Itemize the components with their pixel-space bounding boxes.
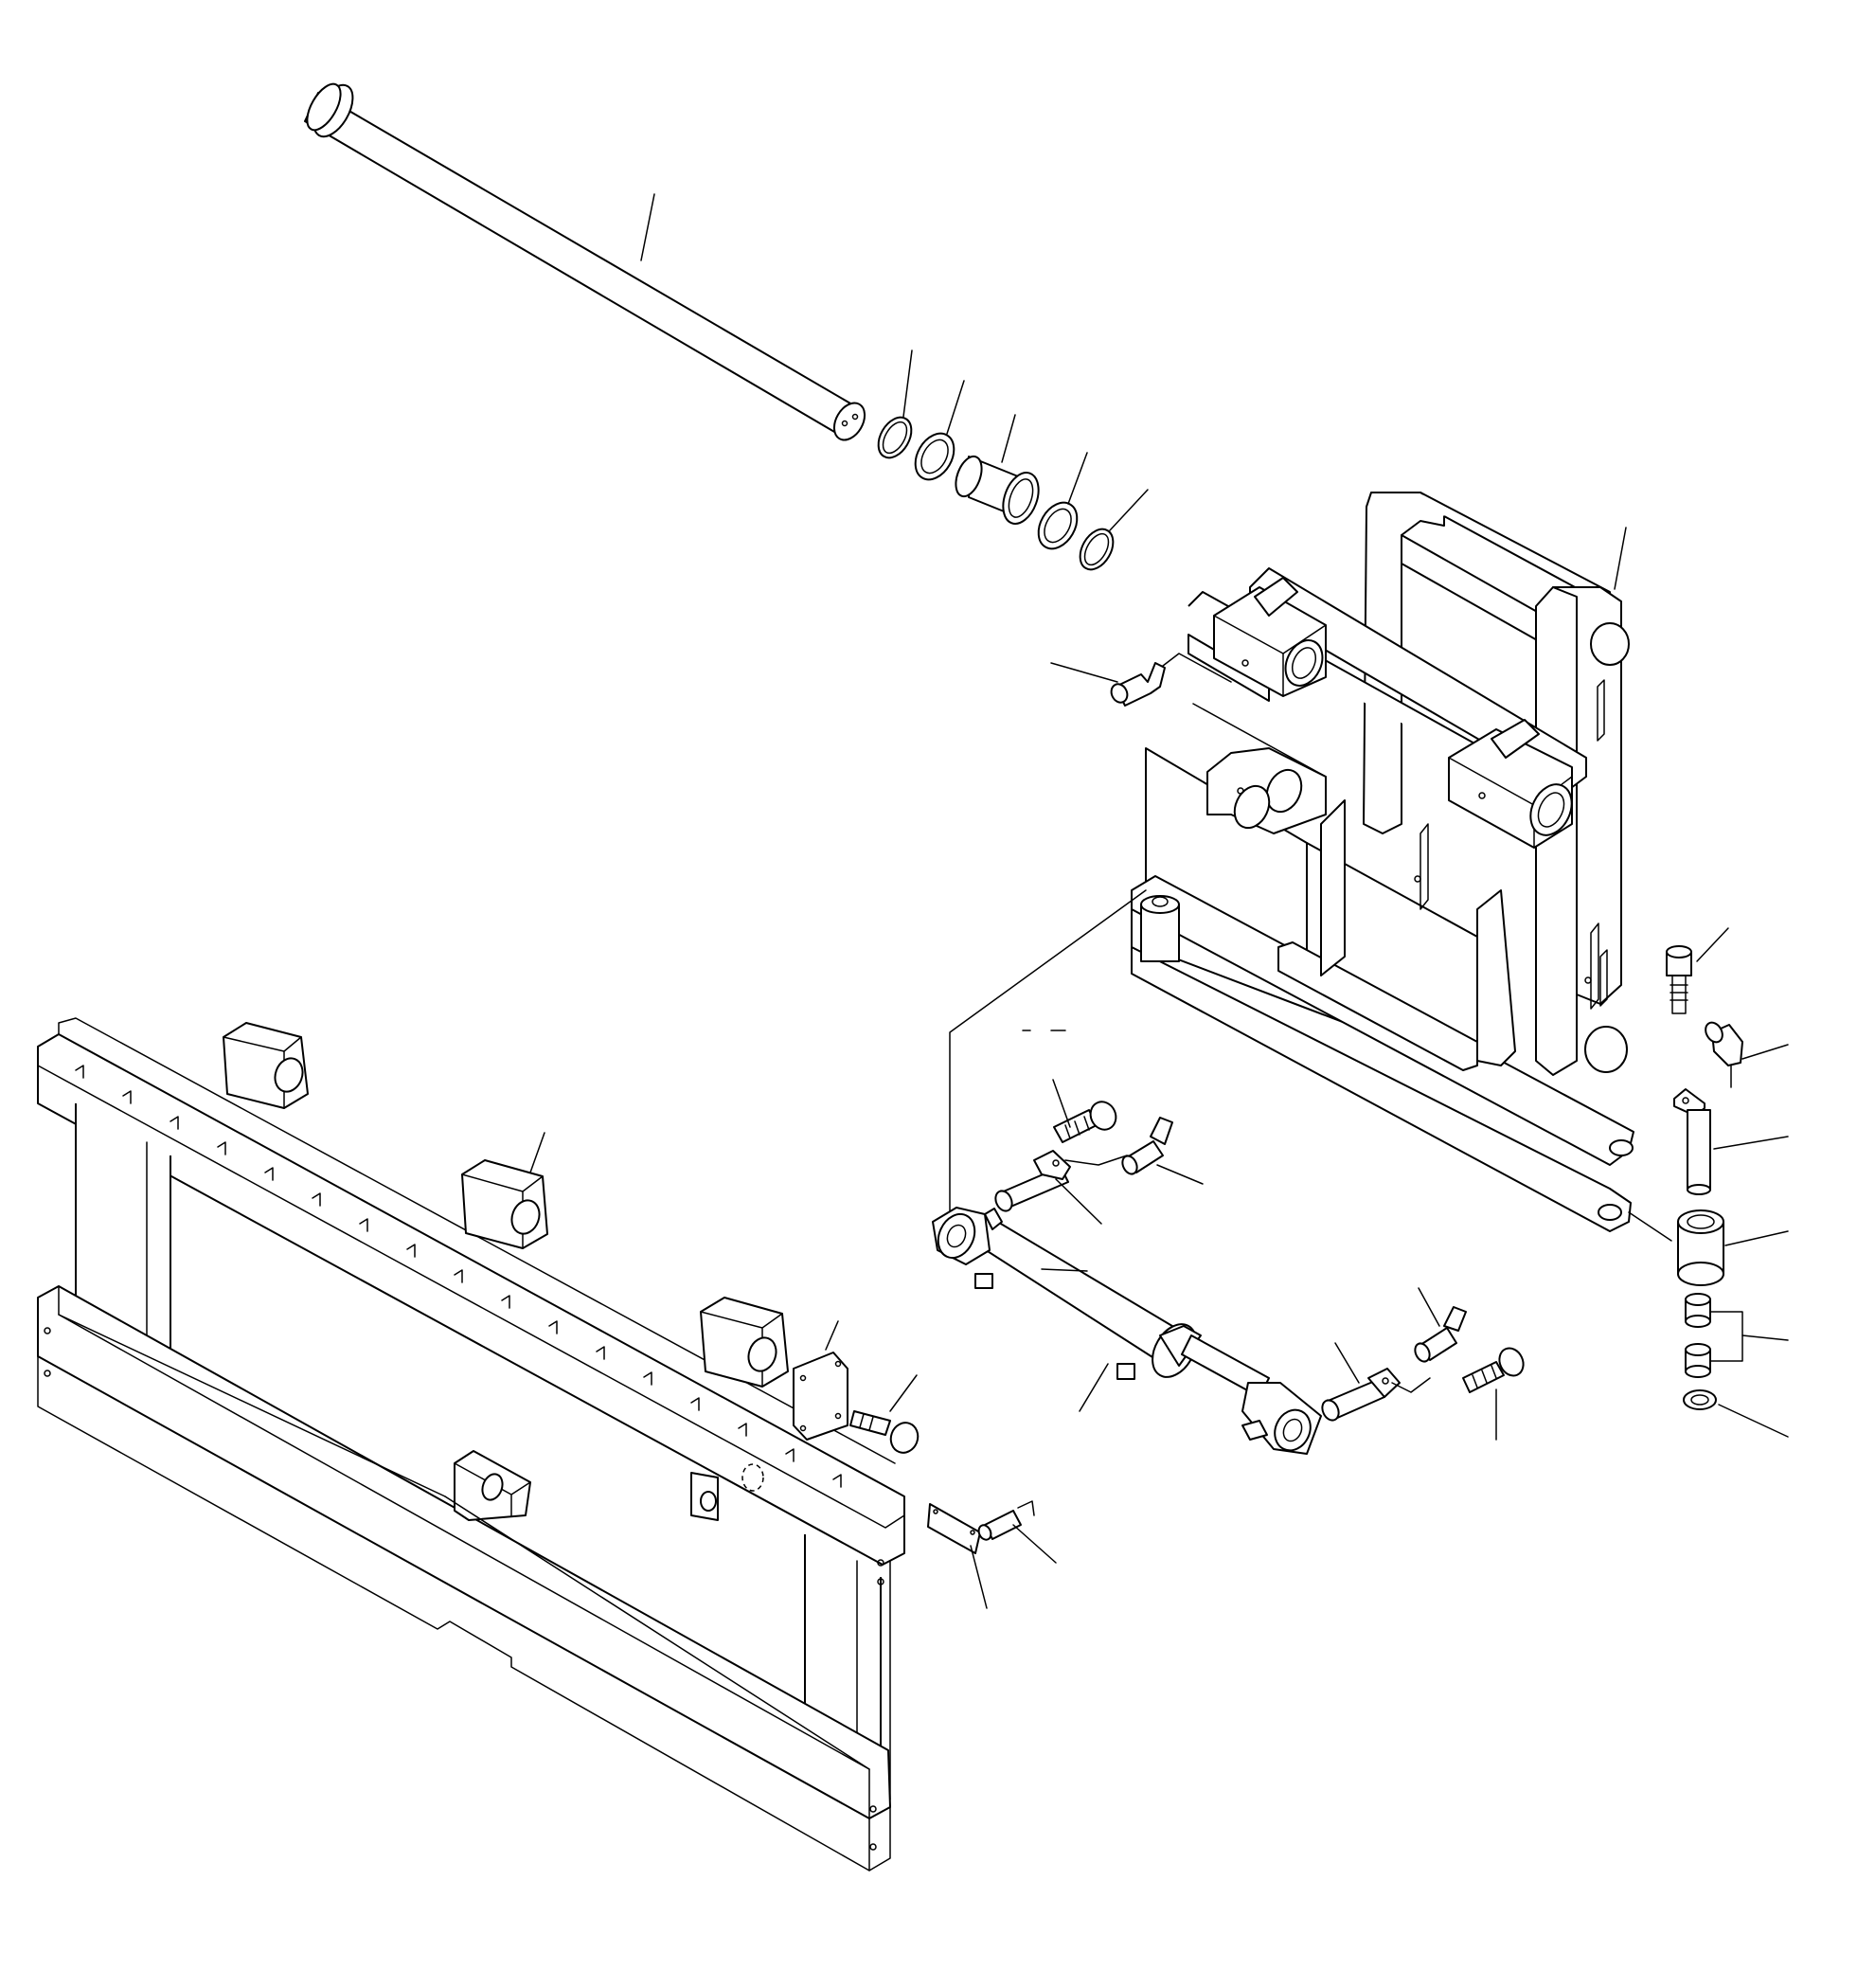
long-pin [304, 82, 866, 441]
cylinder-pin-upper [994, 1079, 1204, 1225]
bracket-assembly [1131, 492, 1634, 1232]
pin-retaining-parts [877, 349, 1149, 571]
grease-fitting [1050, 653, 1327, 778]
hydraulic-cylinder [932, 889, 1322, 1455]
cylinder-pin-lower [1321, 1287, 1525, 1441]
stop-plate-hardware [793, 1320, 1057, 1609]
fork-carriage-frame [37, 1017, 905, 1872]
right-hardware [1628, 927, 1789, 1438]
